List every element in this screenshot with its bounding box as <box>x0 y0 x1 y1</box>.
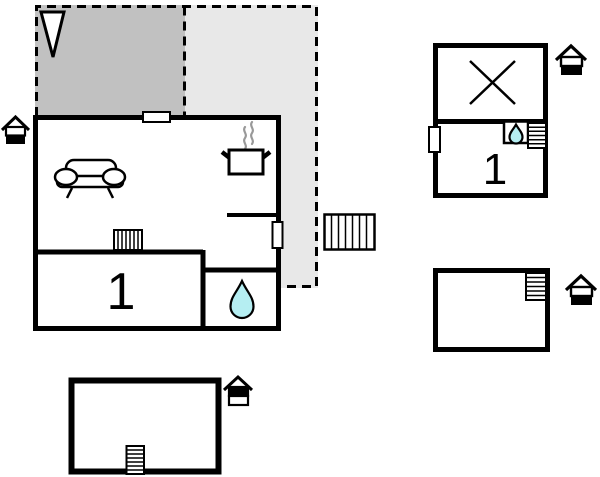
cooking-pot-icon <box>220 120 272 176</box>
sofa-icon <box>53 158 127 199</box>
annex-bottom-level-icon <box>564 273 598 305</box>
window-right-icon <box>271 221 284 249</box>
north-arrow-icon <box>39 10 66 58</box>
outbuilding-bottom <box>68 377 222 475</box>
water-drop-icon <box>229 278 255 320</box>
annex-room-number: 1 <box>483 145 507 194</box>
main-bedroom-number: 1 <box>107 263 136 321</box>
main-house: 1 <box>33 111 284 331</box>
annex-water-drop-icon <box>508 122 524 145</box>
terrace-dashed-border <box>35 5 318 288</box>
annex-top-window-icon <box>428 126 441 153</box>
external-stairs-icon <box>323 213 376 251</box>
annex-top-right: 1 <box>428 43 548 198</box>
window-top-icon <box>142 111 171 123</box>
outbuilding-level-icon <box>222 374 254 407</box>
outbuilding-stairs-icon <box>125 445 145 475</box>
radiator-icon <box>113 229 143 251</box>
annex-bottom-stairs-icon <box>525 272 547 301</box>
terrace-light-area <box>185 5 318 288</box>
main-house-level-icon <box>0 114 31 144</box>
annex-bottom-right <box>433 268 550 352</box>
annex-top-level-icon <box>554 43 588 75</box>
annex-top-stairs-icon <box>527 122 547 149</box>
crossed-area-icon <box>469 60 516 105</box>
